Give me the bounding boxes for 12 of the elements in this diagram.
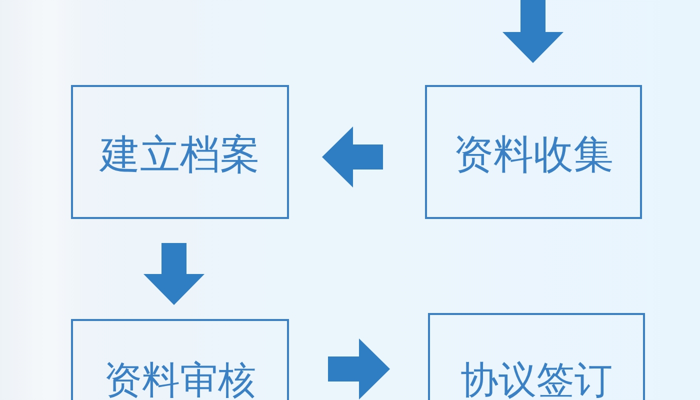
process-box [425, 85, 642, 219]
block-arrow [322, 126, 383, 188]
step-text: 协议签订 [460, 361, 612, 399]
step-text: 资料收集 [454, 133, 614, 177]
process-box [71, 319, 289, 400]
block-arrow [502, 0, 564, 63]
block-arrow [328, 338, 390, 400]
process-box [428, 313, 645, 400]
step-text: 建立档案 [100, 133, 260, 177]
block-arrow [144, 243, 204, 305]
step-text: 资料审核 [104, 361, 256, 399]
process-box [71, 85, 289, 219]
